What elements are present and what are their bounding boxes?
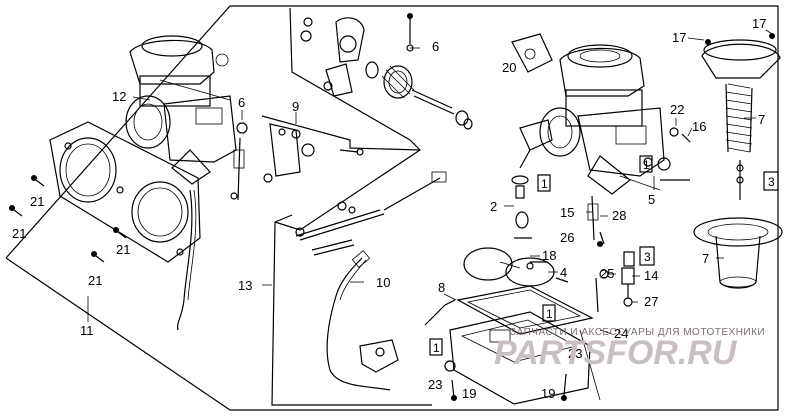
sub-frame-bowl <box>424 299 456 326</box>
ref-box-1-jets: 1 <box>537 174 551 192</box>
screws-21 <box>9 175 127 263</box>
ref-box-3-piston: 3 <box>763 171 779 191</box>
part-numbers: 12 6 9 6 20 17 17 7 22 16 21 21 21 21 2 … <box>12 16 766 401</box>
vent-tube <box>177 189 193 331</box>
part-label: 14 <box>644 268 658 283</box>
floats <box>463 247 555 287</box>
part-label: 10 <box>376 275 390 290</box>
part-label: 18 <box>542 248 556 263</box>
part-label: 20 <box>502 60 516 75</box>
screws-22-16 <box>643 127 691 171</box>
part-label: 21 <box>30 194 44 209</box>
ref-box-label: 1 <box>546 307 553 321</box>
sub-frame-top <box>274 7 421 231</box>
ref-box-1-right: 1 <box>639 155 653 173</box>
part-label: 12 <box>112 89 126 104</box>
ref-box-3-jets: 3 <box>639 246 655 266</box>
part-label: 6 <box>432 39 439 54</box>
part-label: 27 <box>644 294 658 309</box>
ref-box-1-gasket: 1 <box>542 304 556 322</box>
ref-box-label: 1 <box>541 177 548 191</box>
ref-box-label: 1 <box>433 341 440 355</box>
part-label: 23 <box>568 346 582 361</box>
part-label: 16 <box>692 119 706 134</box>
intake-manifold-plate <box>49 121 201 263</box>
part-label: 21 <box>116 242 130 257</box>
vacuum-piston-assembly <box>693 33 783 289</box>
part-label: 23 <box>428 377 442 392</box>
sub-frame-13 <box>271 214 432 406</box>
part-label: 4 <box>560 265 567 280</box>
part-label: 26 <box>560 230 574 245</box>
part-label: 8 <box>438 280 445 295</box>
watermark-caption: ЗАПЧАСТИ И АКСЕССУАРЫ ДЛЯ МОТОТЕХНИКИ <box>510 327 765 338</box>
part-label: 5 <box>648 192 655 207</box>
throttle-link-parts <box>230 13 473 201</box>
part-label: 17 <box>752 16 766 31</box>
watermark-logo: PARTSFOR.RU <box>494 334 738 372</box>
part-label: 19 <box>462 386 476 401</box>
part-label: 22 <box>670 102 684 117</box>
float-bowl <box>444 285 601 405</box>
part-label: 21 <box>12 226 26 241</box>
jet-parts <box>511 175 635 313</box>
ref-box-1-bowl: 1 <box>429 338 443 356</box>
part-label: 7 <box>702 251 709 266</box>
sub-frame-9 <box>261 115 421 151</box>
part-label: 11 <box>80 323 94 338</box>
part-label: 28 <box>612 208 626 223</box>
leader-lines <box>87 29 773 335</box>
part-label: 17 <box>672 30 686 45</box>
ref-box-label: 3 <box>768 175 775 189</box>
part-label: 13 <box>238 278 252 293</box>
part-label: 7 <box>758 112 765 127</box>
ref-box-label: 3 <box>644 250 651 264</box>
carburetor-right <box>511 33 690 195</box>
outer-frame <box>5 5 779 411</box>
part-label: 15 <box>560 205 574 220</box>
ref-box-label: 1 <box>643 158 650 172</box>
watermark: PARTSFOR.RU ЗАПЧАСТИ И АКСЕССУАРЫ ДЛЯ МО… <box>494 327 765 372</box>
carburetor-left <box>125 35 237 185</box>
part-label: 21 <box>88 273 102 288</box>
choke-cable <box>326 250 399 391</box>
choke-rod-parts <box>295 171 447 256</box>
part-label: 19 <box>541 386 555 401</box>
part-label: 9 <box>292 99 299 114</box>
part-label: 6 <box>238 95 245 110</box>
part-label: 25 <box>600 266 614 281</box>
part-label: 2 <box>490 199 497 214</box>
part-label: 24 <box>614 326 628 341</box>
